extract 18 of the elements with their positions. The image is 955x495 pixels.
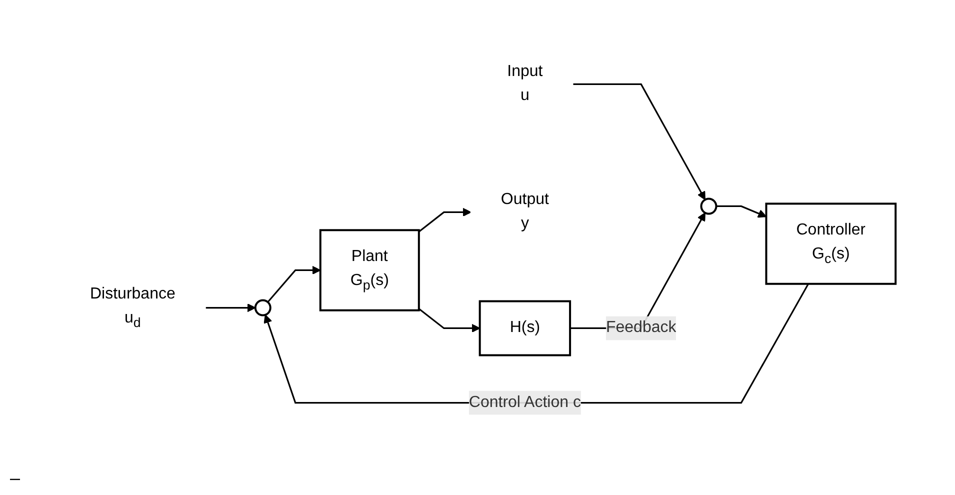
node-box: Controller G$_{c}$(s)	[764, 202, 896, 285]
arrow	[205, 303, 256, 312]
minus-sign: –	[10, 468, 20, 488]
node-box: H(s)	[478, 300, 571, 356]
node-circle	[700, 198, 717, 215]
arrow	[716, 205, 766, 218]
arrow	[263, 283, 809, 404]
node-box: Plant G$_{p}$(s)	[319, 229, 420, 312]
arrow	[266, 266, 320, 303]
node-text: Output y	[500, 191, 549, 232]
edge-label: Control Action c	[468, 394, 581, 411]
node-text: Input u	[506, 63, 542, 104]
arrow	[572, 83, 706, 200]
arrow	[418, 208, 472, 232]
node-circle	[254, 299, 272, 316]
arrow	[418, 308, 480, 333]
node-text: Disturbance u$_{d}$	[90, 286, 176, 330]
edge-label: Feedback	[606, 319, 676, 336]
